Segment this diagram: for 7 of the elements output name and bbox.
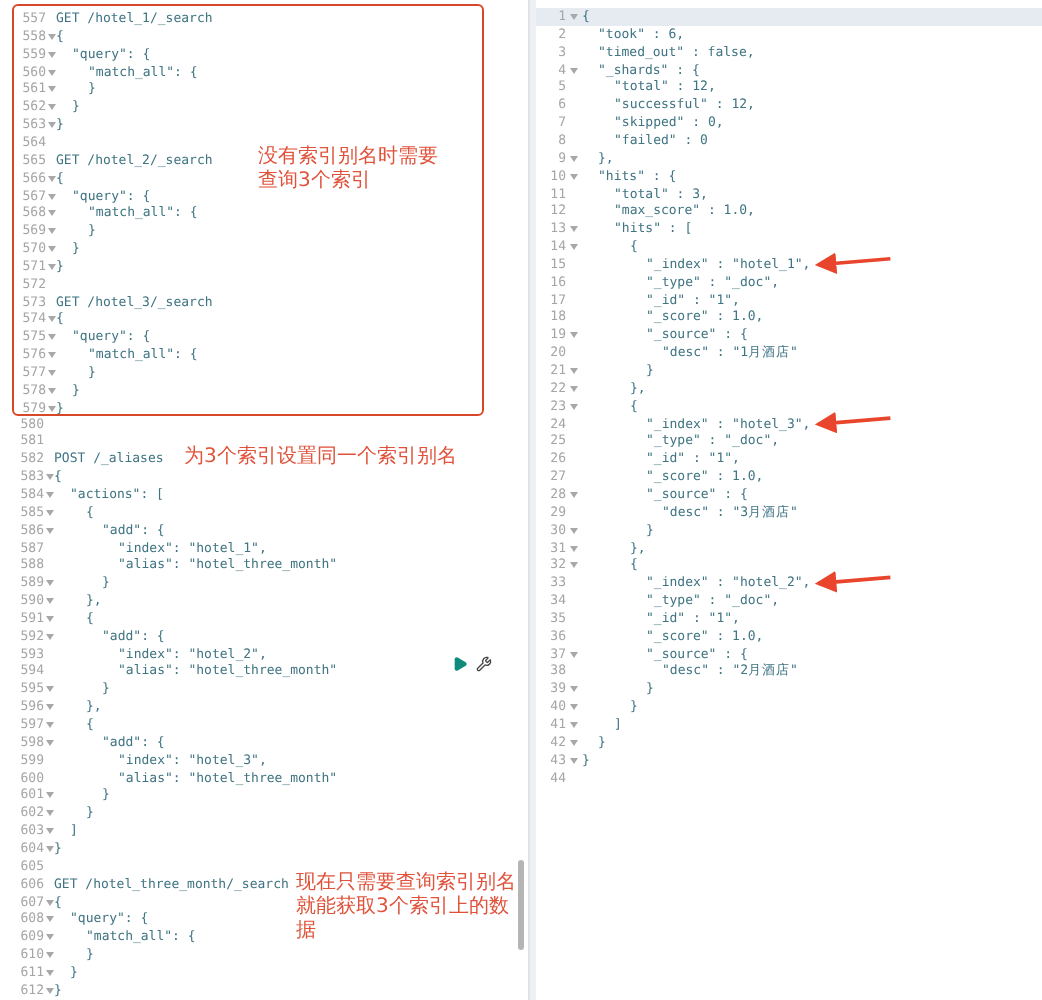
arrow — [814, 411, 891, 434]
annotation-text: 为3个索引设置同一个索引别名 — [184, 446, 459, 471]
arrow — [814, 571, 891, 593]
annotation-text: 没有索引别名时需要查询3个索引 — [258, 146, 440, 194]
annotation-text: 现在只需要查询索引别名就能获取3个索引上的数据 — [296, 871, 518, 944]
arrow — [814, 252, 891, 275]
highlight-frame — [12, 4, 484, 416]
